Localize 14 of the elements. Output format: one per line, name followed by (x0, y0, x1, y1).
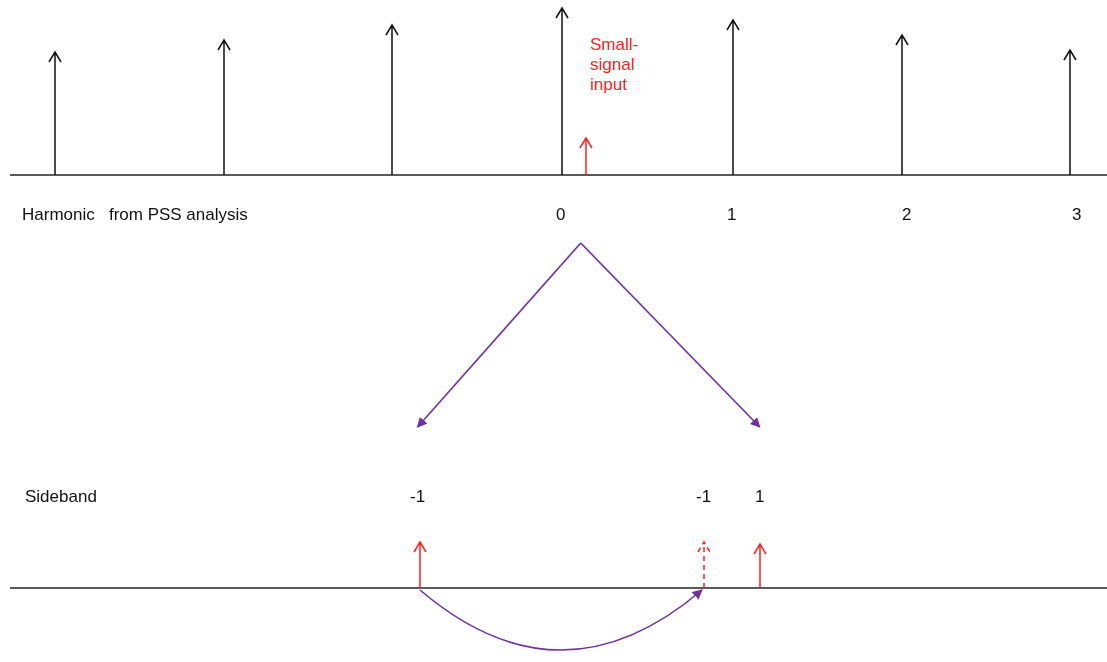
arrow (416, 242, 582, 428)
harmonic-number: 3 (1072, 205, 1082, 225)
harmonic-number: 0 (556, 205, 566, 225)
sideband-number: -1 (696, 487, 712, 507)
sideband-number: -1 (410, 487, 426, 507)
harmonic-number: 2 (902, 205, 912, 225)
sideband-number: 1 (755, 487, 765, 507)
arrow (579, 242, 761, 428)
annotation-text: Small-signal input (590, 35, 640, 95)
harmonic-number: 1 (727, 205, 737, 225)
sideband-arrow (410, 540, 430, 588)
axis-label: Harmonic from PSS analysis (22, 205, 248, 225)
arrow (419, 589, 703, 651)
axis-label: Sideband (25, 487, 97, 507)
